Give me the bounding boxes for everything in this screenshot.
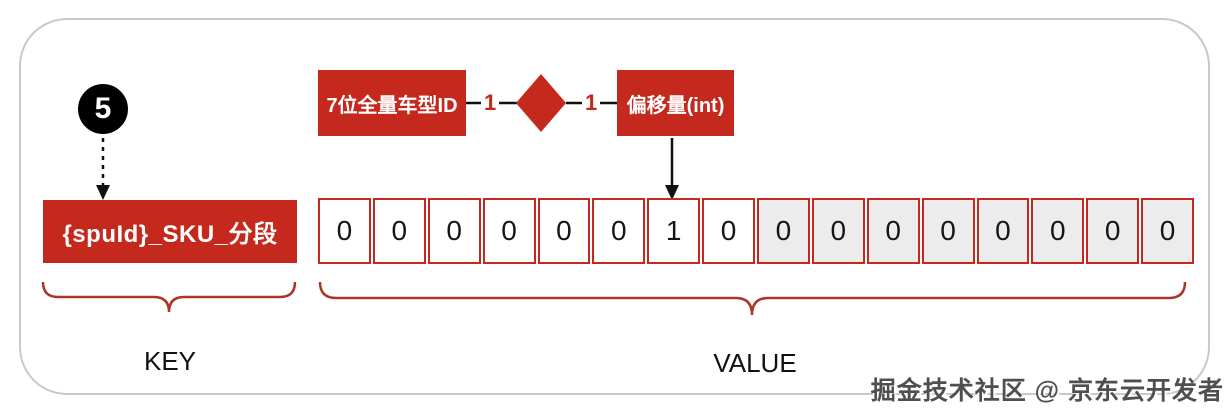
bit-cell-1: 0 <box>372 198 426 264</box>
bit-cell-3: 0 <box>482 198 536 264</box>
bit-cell-13: 0 <box>1031 198 1085 264</box>
bit-cell-15: 0 <box>1141 198 1194 264</box>
key-section-label: KEY <box>143 346 197 376</box>
cardinality-left: 1 <box>481 90 500 116</box>
bit-cell-4: 0 <box>537 198 591 264</box>
bit-cell-5: 0 <box>592 198 646 264</box>
entity-box-vehicle-id: 7位全量车型ID <box>318 70 466 136</box>
key-box: {spuId}_SKU_分段 <box>43 200 297 263</box>
bit-cell-10: 0 <box>866 198 920 264</box>
bit-cell-0: 0 <box>318 198 371 264</box>
value-section-label: VALUE <box>713 348 797 378</box>
bit-cell-8: 0 <box>757 198 810 264</box>
step-badge: 5 <box>78 84 128 134</box>
bit-cell-7: 0 <box>702 198 755 264</box>
cardinality-right: 1 <box>582 90 601 116</box>
bit-cell-9: 0 <box>811 198 865 264</box>
bit-cell-2: 0 <box>427 198 481 264</box>
entity-box-offset: 偏移量(int) <box>617 70 734 136</box>
bit-cell-11: 0 <box>921 198 975 264</box>
bit-cell-12: 0 <box>976 198 1030 264</box>
watermark: 掘金技术社区 @ 京东云开发者 <box>870 377 1224 405</box>
bit-cell-14: 0 <box>1086 198 1140 264</box>
bit-cell-6: 1 <box>647 198 701 264</box>
